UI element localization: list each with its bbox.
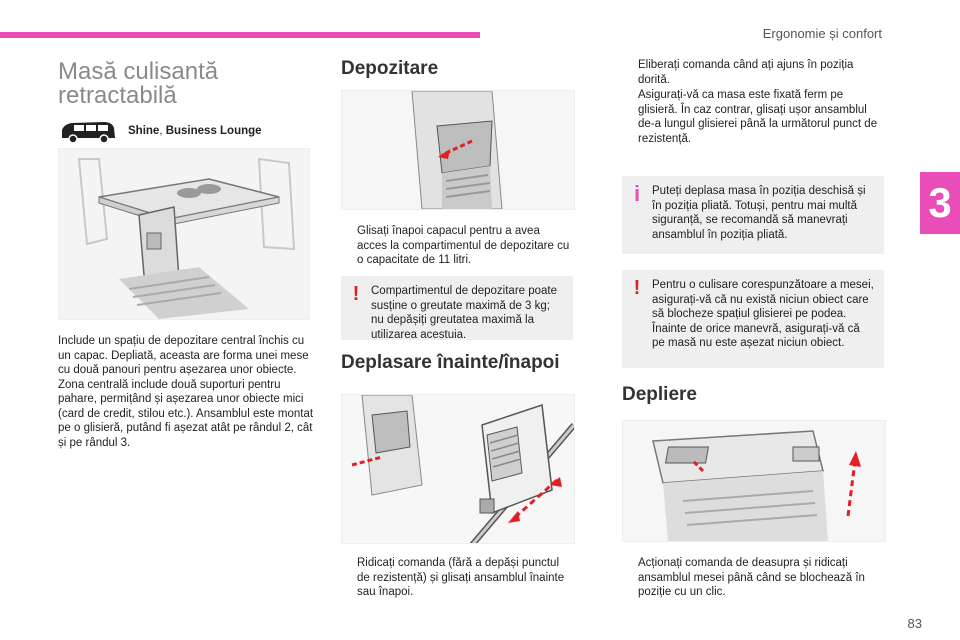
header-accent-bar xyxy=(0,32,480,38)
bullet-icon xyxy=(622,556,632,600)
van-icon xyxy=(62,122,115,144)
check-step-text: Asigurați-vă ca masa este fixată ferm pe… xyxy=(638,89,878,145)
storage-warning-box: ! Compartimentul de depozitare poate sus… xyxy=(341,276,573,341)
page-title: Masă culisantă retractabilă xyxy=(58,58,219,109)
storage-warning-text: Compartimentul de depozitare poate susți… xyxy=(371,285,558,341)
version-business-lounge: Business Lounge xyxy=(165,125,262,137)
info-box-text: Puteți deplasa masa în poziția deschisă … xyxy=(652,185,866,241)
check-step: Asigurați-vă ca masa este fixată ferm pe… xyxy=(622,88,884,146)
unfold-illustration xyxy=(622,420,886,542)
table-overview-illustration xyxy=(58,148,310,320)
unfold-table-drawing xyxy=(623,421,885,541)
bullet-icon xyxy=(341,556,351,600)
slide-warning-box: ! Pentru o culisare corespunzătoare a me… xyxy=(622,270,884,368)
version-shine: Shine xyxy=(128,125,160,137)
chapter-tab: 3 xyxy=(920,172,960,234)
info-icon: i xyxy=(633,181,641,206)
unfold-heading: Depliere xyxy=(622,384,697,405)
slide-warning-text: Pentru o culisare corespunzătoare a mese… xyxy=(652,278,874,360)
storage-heading: Depozitare xyxy=(341,58,439,79)
storage-step: Glisați înapoi capacul pentru a avea acc… xyxy=(341,224,573,268)
move-illustration xyxy=(341,394,575,544)
slide-warning-line-2: Înainte de orice manevră, asigurați-vă c… xyxy=(652,322,860,350)
description-text: Include un spațiu de depozitare central … xyxy=(58,335,314,449)
section-title: Ergonomie și confort xyxy=(762,26,882,41)
storage-compartment-drawing xyxy=(342,91,574,209)
vehicle-versions: Shine, Business Lounge xyxy=(58,118,262,144)
bullet-icon xyxy=(622,58,632,87)
storage-step-text: Glisați înapoi capacul pentru a avea acc… xyxy=(357,225,570,266)
warning-icon: ! xyxy=(633,277,641,299)
warning-icon: ! xyxy=(352,283,360,305)
storage-illustration xyxy=(341,90,575,210)
release-step: Eliberați comanda când ați ajuns în pozi… xyxy=(622,58,884,87)
info-box: i Puteți deplasa masa în poziția deschis… xyxy=(622,176,884,254)
release-step-text: Eliberați comanda când ați ajuns în pozi… xyxy=(638,59,854,86)
version-separator: , xyxy=(159,125,166,137)
unfold-step-text: Acționați comanda de deasupra și ridicaț… xyxy=(638,557,865,598)
move-heading: Deplasare înainte/înapoi xyxy=(341,352,560,373)
slide-warning-line-1: Pentru o culisare corespunzătoare a mese… xyxy=(652,279,874,320)
bullet-icon xyxy=(341,224,351,268)
page-number: 83 xyxy=(907,616,922,631)
unfold-step: Acționați comanda de deasupra și ridicaț… xyxy=(622,556,884,600)
slide-rail-drawing xyxy=(342,395,574,543)
bullet-icon xyxy=(622,88,632,146)
move-step: Ridicați comanda (fără a depăși punctul … xyxy=(341,556,573,600)
move-step-text: Ridicați comanda (fără a depăși punctul … xyxy=(357,557,565,598)
version-label: Shine, Business Lounge xyxy=(128,125,262,137)
sliding-table-drawing xyxy=(59,149,309,319)
